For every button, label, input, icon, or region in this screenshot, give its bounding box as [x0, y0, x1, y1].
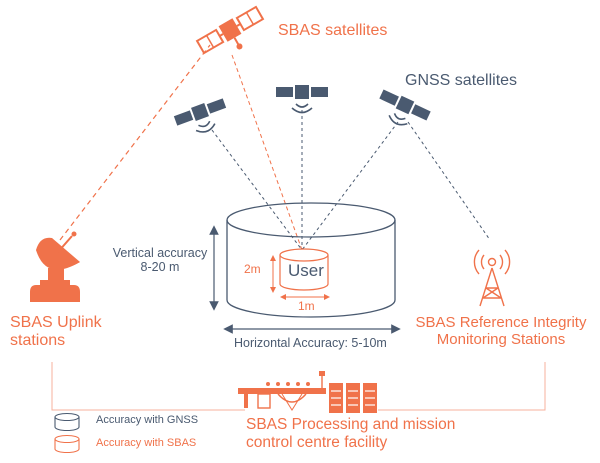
gnss-left-to-user-path — [211, 129, 303, 251]
legend-gnss-label: Accuracy with GNSS — [96, 414, 199, 426]
gnss-accuracy-cylinder — [226, 202, 396, 318]
horizontal-accuracy-label: Horizontal Accuracy: 5-10m — [234, 336, 387, 350]
uplink-stations-label: SBAS Uplink stations — [10, 314, 102, 351]
gnss-right-to-rims-path — [407, 121, 491, 241]
sbas-accuracy-cylinder — [279, 248, 329, 291]
user-label: User — [288, 261, 324, 280]
uplink-dish-icon — [30, 231, 80, 302]
vertical-accuracy-line-1: Vertical accuracy — [112, 246, 208, 260]
uplink-stations-line-1: SBAS Uplink — [10, 314, 102, 331]
rims-label: SBAS Reference Integrity Monitoring Stat… — [407, 314, 595, 349]
gnss-satellites-label: GNSS satellites — [405, 72, 518, 89]
sbas-satellites-label: SBAS satellites — [278, 22, 388, 39]
processing-facility-label: SBAS Processing and mission control cent… — [246, 416, 455, 452]
gnss-satellite-center-icon — [276, 85, 328, 114]
vertical-accuracy-line-2: 8-20 m — [140, 260, 180, 275]
processing-facility-line-1: SBAS Processing and mission — [246, 416, 456, 433]
legend-sbas-swatch — [54, 434, 80, 454]
uplink-to-sbas-satellite-path — [59, 44, 211, 241]
sbas-satellite-to-user-path — [231, 54, 303, 251]
processing-facility-line-2: control centre facility — [246, 433, 388, 451]
vertical-accuracy-label: Vertical accuracy 8-20 m — [111, 246, 209, 275]
legend-sbas-label: Accuracy with SBAS — [96, 437, 197, 449]
rims-antenna-icon — [473, 249, 511, 307]
sbas-satellite-icon — [195, 5, 265, 55]
legend-gnss-swatch — [54, 412, 80, 432]
user-height-label: 2m — [244, 262, 261, 276]
uplink-stations-line-2: stations — [10, 332, 66, 350]
gnss-satellite-left-icon — [173, 98, 227, 133]
rims-line-1: SBAS Reference Integrity — [415, 314, 587, 331]
processing-facility-icon — [238, 371, 377, 413]
ground-network-lines — [51, 362, 546, 411]
gnss-right-to-user-path — [301, 121, 399, 251]
user-width-label: 1m — [298, 299, 315, 313]
signal-paths — [59, 44, 491, 251]
gnss-satellite-right-icon — [379, 89, 431, 126]
rims-line-2: Monitoring Stations — [436, 331, 566, 349]
